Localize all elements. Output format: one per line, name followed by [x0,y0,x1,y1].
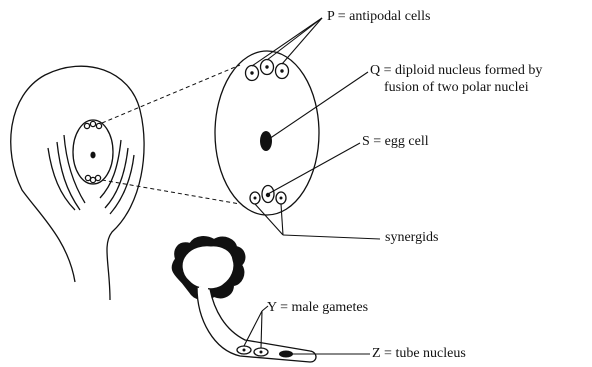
nucleus-small [90,152,95,159]
ovule [11,66,144,300]
antipodal-cells [246,60,289,81]
label-antipodal-cells: P = antipodal cells [327,9,430,24]
integument-line [48,148,75,210]
label-male-gametes: Y = male gametes [267,300,368,315]
zoom-line-bottom [102,180,240,204]
label-tube-nucleus: Z = tube nucleus [372,346,466,361]
embryo-sac [215,51,319,215]
egg-apparatus [250,186,286,205]
label-synergids: synergids [385,230,438,245]
pollen-interior [182,246,234,289]
antipodal-small [84,123,89,128]
antipodal-small [96,123,101,128]
label-diploid-nucleus-line2: fusion of two polar nuclei [384,80,529,95]
zoom-line-top [102,65,240,123]
integument-line [57,142,80,210]
pollen-tube-gap [199,288,208,289]
pollen-tube [197,287,316,362]
label-diploid-nucleus: Q = diploid nucleus formed by [370,63,542,78]
label-egg-cell: S = egg cell [362,134,429,149]
integument-line [105,148,128,208]
ovule-outline [11,66,144,300]
integument-line [64,135,85,203]
egg-apparatus-small [95,175,100,180]
antipodal-small [90,121,95,126]
